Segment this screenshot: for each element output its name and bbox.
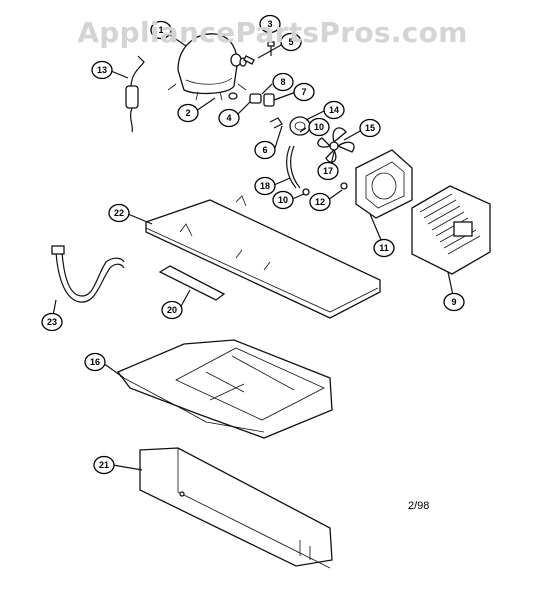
drier-tube-part[interactable] bbox=[125, 55, 145, 133]
watermark-text: AppliancePartsPros.com bbox=[77, 16, 468, 49]
callout-10[interactable]: 10 bbox=[308, 117, 330, 137]
washer-part[interactable] bbox=[228, 92, 238, 100]
callout-21[interactable]: 21 bbox=[93, 455, 115, 475]
callout-17[interactable]: 17 bbox=[317, 161, 339, 181]
callout-1[interactable]: 1 bbox=[150, 20, 172, 40]
svg-text:18: 18 bbox=[260, 181, 270, 191]
svg-text:15: 15 bbox=[365, 123, 375, 133]
callout-7[interactable]: 7 bbox=[293, 82, 315, 102]
svg-text:12: 12 bbox=[315, 197, 325, 207]
callout-6[interactable]: 6 bbox=[254, 140, 276, 160]
svg-text:1: 1 bbox=[158, 25, 163, 35]
svg-text:22: 22 bbox=[114, 208, 124, 218]
svg-text:5: 5 bbox=[288, 37, 293, 47]
access-panel-part[interactable] bbox=[139, 447, 333, 569]
nut-part[interactable] bbox=[302, 182, 348, 196]
svg-text:2: 2 bbox=[185, 108, 190, 118]
callout-5[interactable]: 5 bbox=[280, 32, 302, 52]
callout-14[interactable]: 14 bbox=[323, 100, 345, 120]
callout-12[interactable]: 12 bbox=[309, 192, 331, 212]
svg-text:21: 21 bbox=[99, 460, 109, 470]
svg-text:11: 11 bbox=[379, 243, 389, 253]
svg-text:4: 4 bbox=[226, 113, 231, 123]
callout-13[interactable]: 13 bbox=[91, 60, 113, 80]
svg-text:14: 14 bbox=[329, 105, 339, 115]
callout-3[interactable]: 3 bbox=[259, 14, 281, 34]
drain-hose-part[interactable] bbox=[51, 245, 125, 303]
svg-text:13: 13 bbox=[97, 65, 107, 75]
fan-shroud-part[interactable] bbox=[355, 149, 413, 219]
svg-text:9: 9 bbox=[451, 297, 456, 307]
svg-text:20: 20 bbox=[167, 305, 177, 315]
svg-text:3: 3 bbox=[267, 19, 272, 29]
svg-text:16: 16 bbox=[90, 357, 100, 367]
support-bar-part[interactable] bbox=[158, 265, 226, 301]
callout-8[interactable]: 8 bbox=[272, 72, 294, 92]
drain-pan-part[interactable] bbox=[116, 339, 333, 439]
clip-part[interactable] bbox=[269, 117, 283, 129]
svg-text:8: 8 bbox=[280, 77, 285, 87]
callout-20[interactable]: 20 bbox=[161, 300, 183, 320]
svg-text:7: 7 bbox=[301, 87, 306, 97]
callout-18[interactable]: 18 bbox=[254, 176, 276, 196]
overload-part[interactable] bbox=[249, 93, 275, 107]
callout-9[interactable]: 9 bbox=[443, 292, 465, 312]
svg-text:10: 10 bbox=[278, 195, 288, 205]
callout-15[interactable]: 15 bbox=[359, 118, 381, 138]
fan-bracket-part[interactable] bbox=[286, 145, 301, 189]
callout-22[interactable]: 22 bbox=[108, 203, 130, 223]
callout-16[interactable]: 16 bbox=[84, 352, 106, 372]
svg-text:6: 6 bbox=[262, 145, 267, 155]
callout-23[interactable]: 23 bbox=[41, 312, 63, 332]
callout-4[interactable]: 4 bbox=[218, 108, 240, 128]
callout-2[interactable]: 2 bbox=[177, 103, 199, 123]
cover-plate-part[interactable] bbox=[145, 195, 381, 319]
date-code: 2/98 bbox=[408, 500, 430, 512]
svg-text:10: 10 bbox=[314, 122, 324, 132]
callout-10-nut[interactable]: 10 bbox=[272, 190, 294, 210]
grommet-part[interactable] bbox=[243, 41, 275, 65]
evaporator-part[interactable] bbox=[411, 185, 491, 275]
svg-text:17: 17 bbox=[323, 166, 333, 176]
svg-text:23: 23 bbox=[47, 317, 57, 327]
compressor-part[interactable] bbox=[167, 33, 247, 101]
callout-11[interactable]: 11 bbox=[373, 238, 395, 258]
